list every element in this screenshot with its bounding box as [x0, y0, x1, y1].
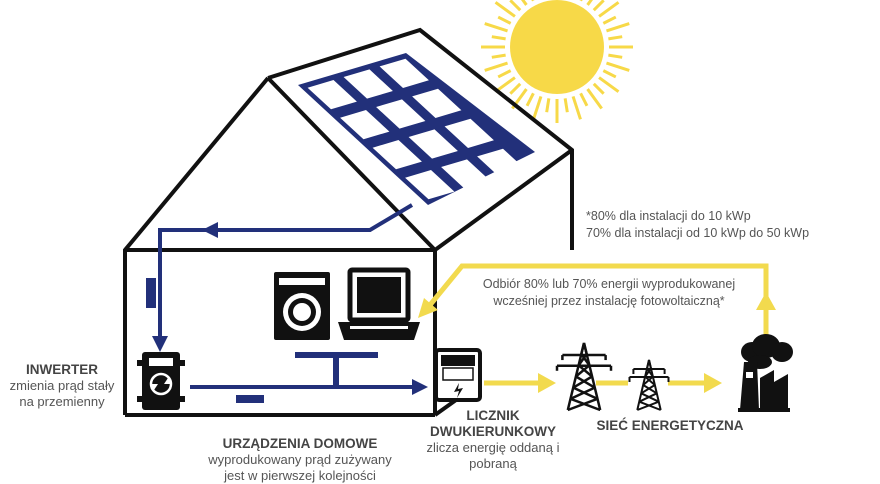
power-plant-icon — [738, 334, 793, 412]
inverter-title: INWERTER — [26, 362, 98, 377]
export-arrow-2 — [704, 373, 722, 393]
grid-draw-arrow-up — [756, 292, 776, 310]
appliance-feed-line — [295, 352, 378, 387]
appliances-label: URZĄDZENIA DOMOWE wyprodukowany prąd zuż… — [185, 436, 415, 484]
laptop-icon — [338, 267, 420, 340]
dc-flow-line — [158, 203, 414, 340]
meter-label: LICZNIK DWUKIERUNKOWY zlicza energię odd… — [412, 408, 574, 472]
power-pylon-icon-small — [628, 359, 670, 411]
export-arrow-1 — [538, 373, 556, 393]
solar-panel-icon — [298, 53, 535, 205]
grid-title: SIEĆ ENERGETYCZNA — [596, 418, 744, 433]
ac-flow-marker — [236, 395, 264, 403]
dc-flow-marker — [146, 278, 156, 308]
sun-icon — [481, 0, 633, 123]
meter-desc-line1: zlicza energię oddaną i — [426, 440, 560, 455]
power-pylon-icon — [555, 342, 613, 412]
inverter-desc-line2: na przemienny — [19, 394, 105, 409]
grid-footnote-line1: *80% dla instalacji do 10 kWp — [586, 209, 751, 223]
appliances-desc-line1: wyprodukowany prąd zużywany — [208, 452, 392, 467]
ac-flow-arrow-right — [412, 379, 428, 395]
washing-machine-icon — [274, 272, 330, 340]
inverter-icon — [137, 352, 185, 410]
appliances-desc-line2: jest w pierwszej kolejności — [224, 468, 376, 483]
meter-title-line2: DWUKIERUNKOWY — [430, 424, 556, 439]
meter-desc-line2: pobraną — [469, 456, 517, 471]
house-outline — [123, 27, 574, 417]
dc-flow-arrow-left — [202, 222, 218, 238]
inverter-label: INWERTER zmienia prąd stały na przemienn… — [0, 362, 124, 410]
appliances-title: URZĄDZENIA DOMOWE — [222, 436, 378, 451]
bidirectional-meter-icon — [434, 348, 482, 402]
grid-footnote: *80% dla instalacji do 10 kWp 70% dla in… — [586, 208, 809, 242]
grid-label: SIEĆ ENERGETYCZNA — [578, 418, 762, 434]
grid-draw-arrow-house — [418, 298, 438, 318]
dc-flow-arrow-down — [152, 336, 168, 352]
grid-draw-line1: Odbiór 80% lub 70% energii wyprodukowane… — [482, 277, 736, 291]
grid-draw-line2: wcześniej przez instalację fotowoltaiczn… — [493, 294, 725, 308]
grid-footnote-line2: 70% dla instalacji od 10 kWp do 50 kWp — [586, 226, 810, 240]
inverter-desc-line1: zmienia prąd stały — [9, 378, 115, 393]
meter-title-line1: LICZNIK — [466, 408, 520, 423]
grid-draw-description: Odbiór 80% lub 70% energii wyprodukowane… — [464, 276, 754, 310]
